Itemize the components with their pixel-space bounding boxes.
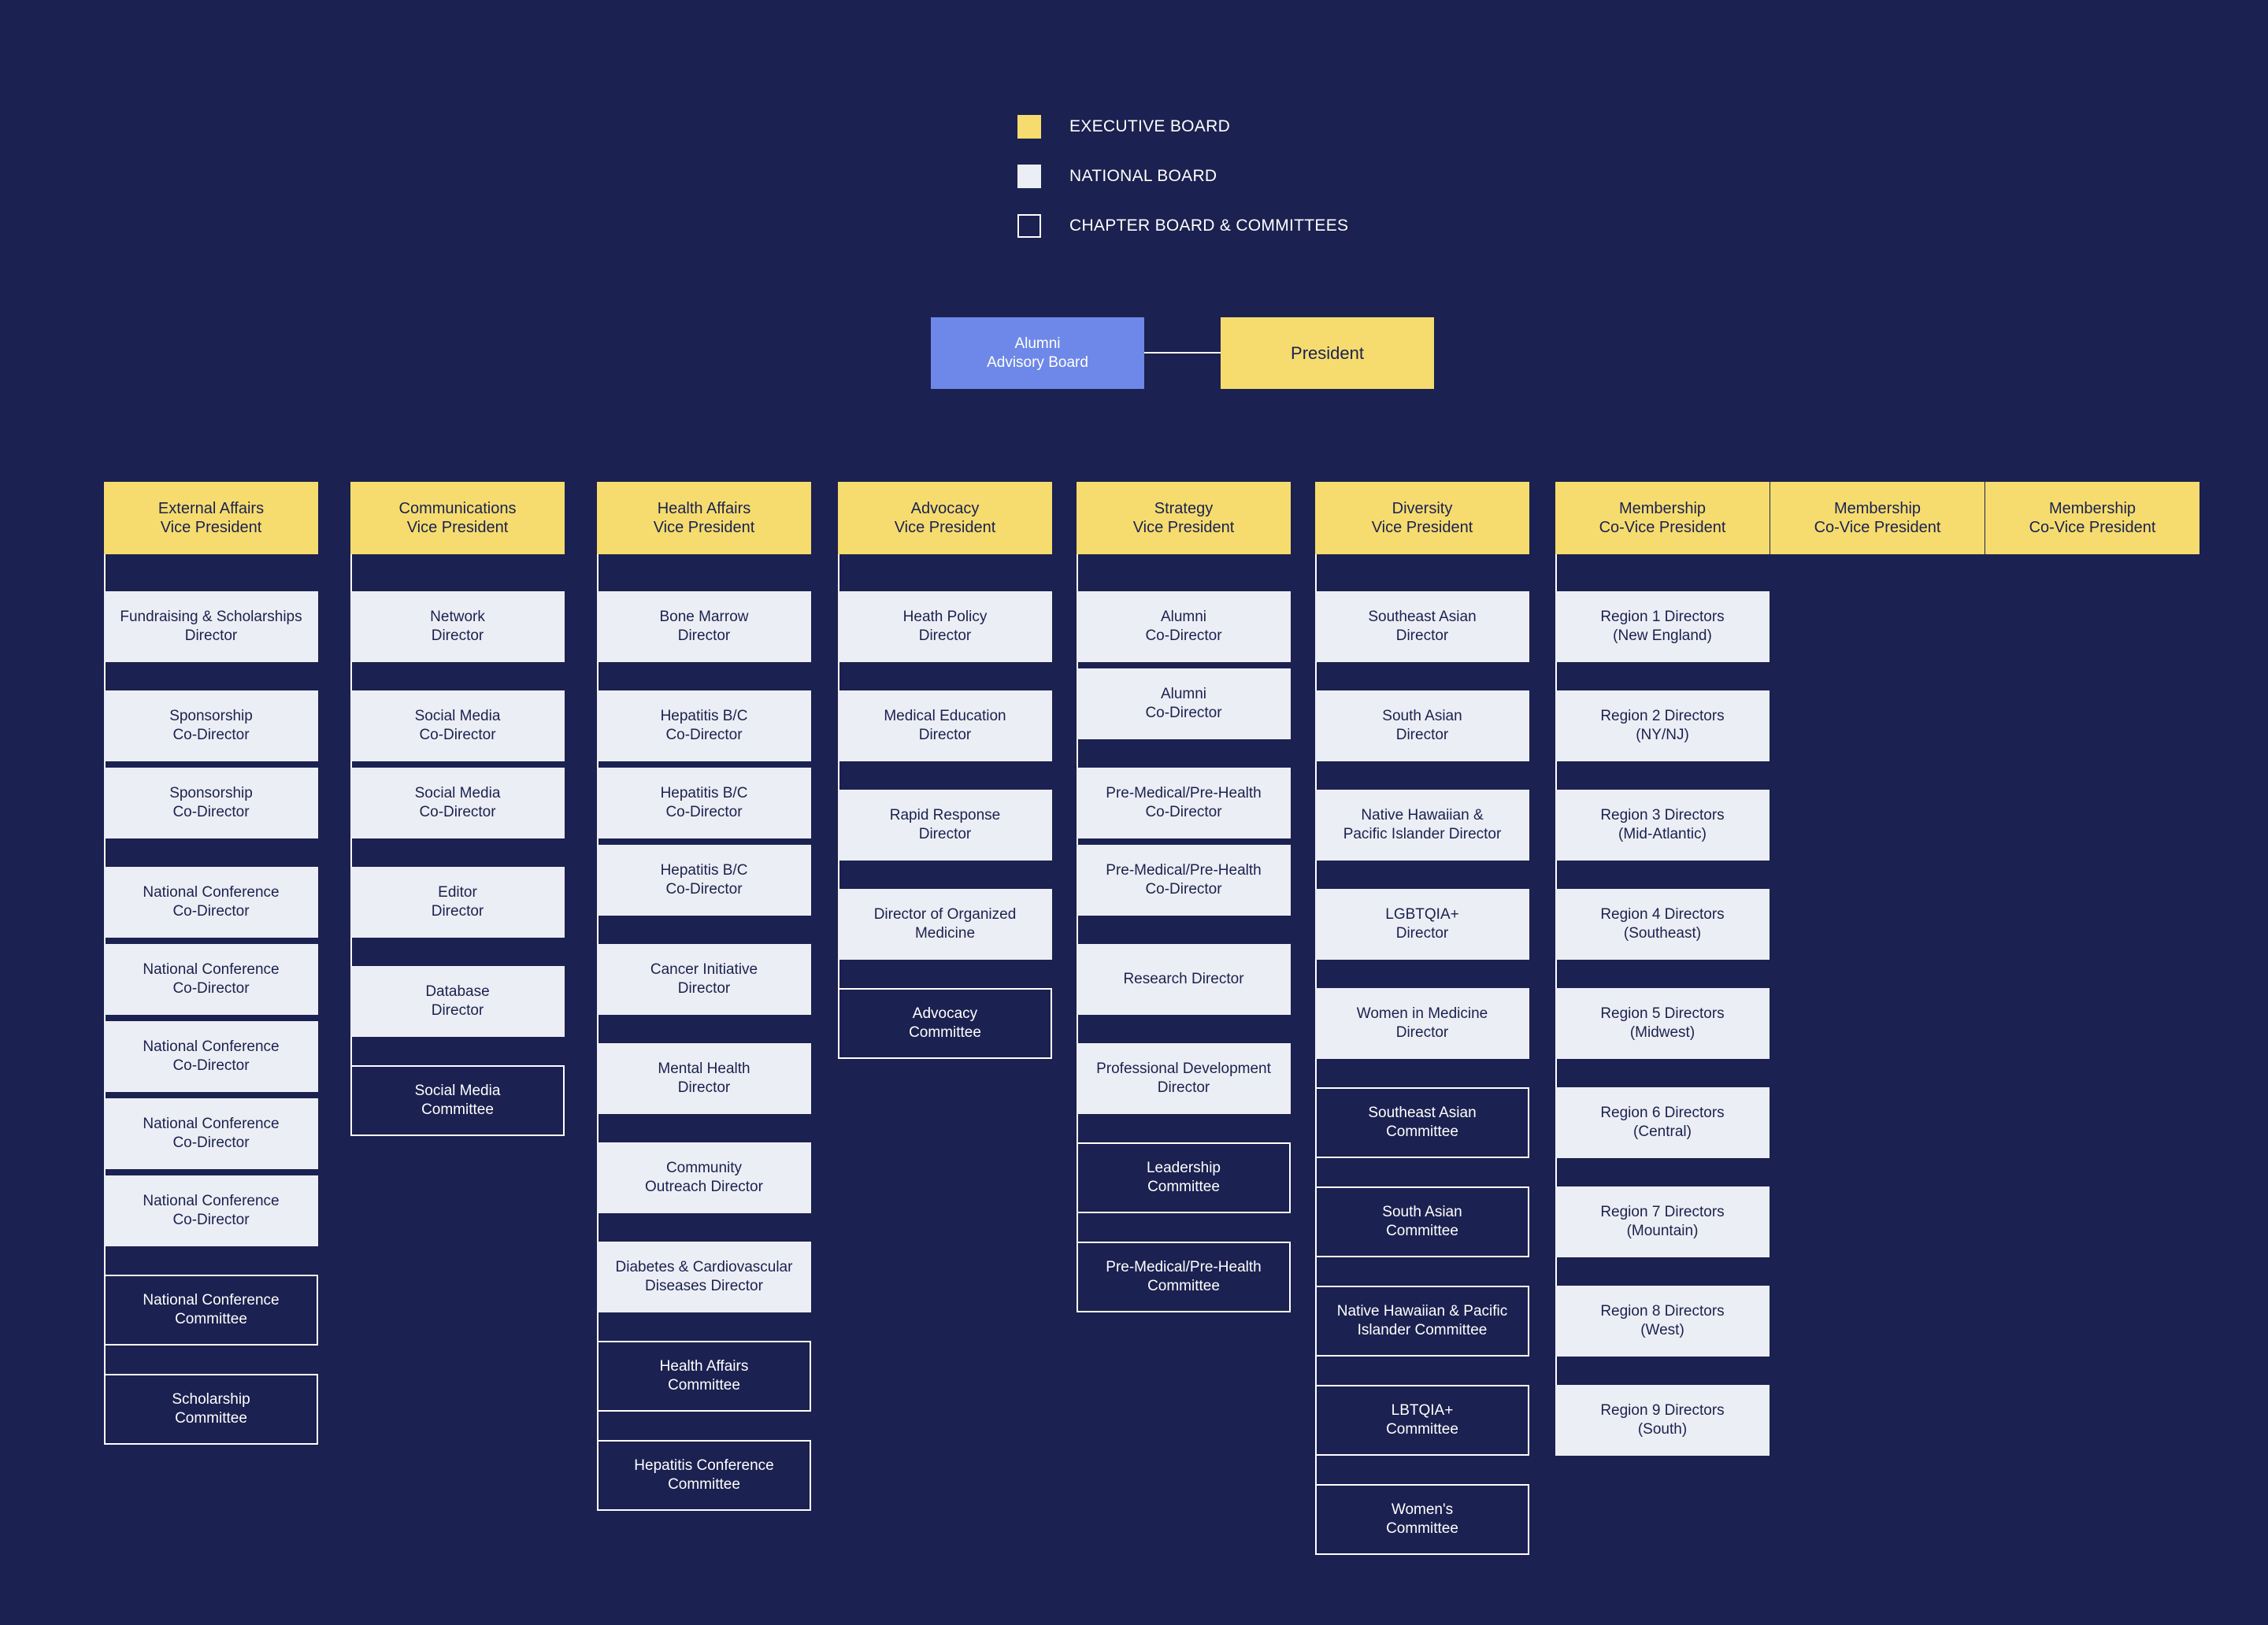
org-box-sponsorship-co-director: Sponsorship Co-Director — [104, 690, 318, 761]
membership-co-vp-box-3: Membership Co-Vice President — [1985, 482, 2199, 554]
legend-item-national-board: NATIONAL BOARD — [1017, 163, 1217, 190]
org-box-national-conference-co-director: National Conference Co-Director — [104, 1175, 318, 1246]
org-box-social-media-committee: Social Media Committee — [350, 1065, 565, 1136]
legend-item-executive-board: EXECUTIVE BOARD — [1017, 113, 1230, 140]
legend-label: NATIONAL BOARD — [1069, 167, 1217, 185]
org-box-native-hawaiian-pacific-islander-committee: Native Hawaiian & Pacific Islander Commi… — [1315, 1286, 1529, 1357]
org-box-women-in-medicine-director: Women in Medicine Director — [1315, 988, 1529, 1059]
vp-box-diversity: Diversity Vice President — [1315, 482, 1529, 554]
org-box-region-4-directors-southeast: Region 4 Directors (Southeast) — [1555, 889, 1770, 960]
vp-box-advocacy: Advocacy Vice President — [838, 482, 1052, 554]
org-box-director-of-organized-medicine: Director of Organized Medicine — [838, 889, 1052, 960]
org-box-diabetes-cardiovascular-diseases-director: Diabetes & Cardiovascular Diseases Direc… — [597, 1242, 811, 1312]
org-box-medical-education-director: Medical Education Director — [838, 690, 1052, 761]
org-box-hepatitis-b-c-co-director: Hepatitis B/C Co-Director — [597, 845, 811, 916]
org-box-south-asian-committee: South Asian Committee — [1315, 1186, 1529, 1257]
org-box-national-conference-co-director: National Conference Co-Director — [104, 1021, 318, 1092]
legend-label: CHAPTER BOARD & COMMITTEES — [1069, 217, 1349, 235]
org-box-database-director: Database Director — [350, 966, 565, 1037]
vp-box-strategy: Strategy Vice President — [1077, 482, 1291, 554]
org-box-national-conference-committee: National Conference Committee — [104, 1275, 318, 1346]
legend-item-chapter-board-committees: CHAPTER BOARD & COMMITTEES — [1017, 213, 1348, 239]
org-box-editor-director: Editor Director — [350, 867, 565, 938]
vp-box-communications: Communications Vice President — [350, 482, 565, 554]
org-box-pre-medical-pre-health-co-director: Pre-Medical/Pre-Health Co-Director — [1077, 845, 1291, 916]
org-box-national-conference-co-director: National Conference Co-Director — [104, 944, 318, 1015]
org-box-hepatitis-conference-committee: Hepatitis Conference Committee — [597, 1440, 811, 1511]
org-box-rapid-response-director: Rapid Response Director — [838, 790, 1052, 861]
org-box-health-affairs-committee: Health Affairs Committee — [597, 1341, 811, 1412]
org-box-cancer-initiative-director: Cancer Initiative Director — [597, 944, 811, 1015]
org-box-region-5-directors-midwest: Region 5 Directors (Midwest) — [1555, 988, 1770, 1059]
legend-label: EXECUTIVE BOARD — [1069, 117, 1231, 135]
org-box-native-hawaiian-pacific-islander-director: Native Hawaiian & Pacific Islander Direc… — [1315, 790, 1529, 861]
president-box: President — [1221, 317, 1434, 389]
org-box-alumni-co-director: Alumni Co-Director — [1077, 591, 1291, 662]
vp-box-external-affairs: External Affairs Vice President — [104, 482, 318, 554]
legend-swatch — [1017, 165, 1041, 188]
org-box-fundraising-scholarships-director: Fundraising & Scholarships Director — [104, 591, 318, 662]
org-box-social-media-co-director: Social Media Co-Director — [350, 768, 565, 838]
org-box-alumni-co-director: Alumni Co-Director — [1077, 668, 1291, 739]
org-box-social-media-co-director: Social Media Co-Director — [350, 690, 565, 761]
org-box-advocacy-committee: Advocacy Committee — [838, 988, 1052, 1059]
org-box-sponsorship-co-director: Sponsorship Co-Director — [104, 768, 318, 838]
org-box-region-6-directors-central: Region 6 Directors (Central) — [1555, 1087, 1770, 1158]
org-box-south-asian-director: South Asian Director — [1315, 690, 1529, 761]
org-box-leadership-committee: Leadership Committee — [1077, 1142, 1291, 1213]
org-box-research-director: Research Director — [1077, 944, 1291, 1015]
org-box-region-2-directors-ny-nj: Region 2 Directors (NY/NJ) — [1555, 690, 1770, 761]
org-box-professional-development-director: Professional Development Director — [1077, 1043, 1291, 1114]
org-box-hepatitis-b-c-co-director: Hepatitis B/C Co-Director — [597, 768, 811, 838]
membership-co-vp-box-2: Membership Co-Vice President — [1770, 482, 1984, 554]
vp-box-health-affairs: Health Affairs Vice President — [597, 482, 811, 554]
org-box-bone-marrow-director: Bone Marrow Director — [597, 591, 811, 662]
org-box-mental-health-director: Mental Health Director — [597, 1043, 811, 1114]
org-box-lbtqia-committee: LBTQIA+ Committee — [1315, 1385, 1529, 1456]
org-box-region-1-directors-new-england: Region 1 Directors (New England) — [1555, 591, 1770, 662]
org-box-scholarship-committee: Scholarship Committee — [104, 1374, 318, 1445]
org-box-community-outreach-director: Community Outreach Director — [597, 1142, 811, 1213]
org-box-region-3-directors-mid-atlantic: Region 3 Directors (Mid-Atlantic) — [1555, 790, 1770, 861]
alumni-advisory-board-box: Alumni Advisory Board — [931, 317, 1144, 389]
org-box-region-8-directors-west: Region 8 Directors (West) — [1555, 1286, 1770, 1357]
org-box-southeast-asian-committee: Southeast Asian Committee — [1315, 1087, 1529, 1158]
org-box-women-s-committee: Women's Committee — [1315, 1484, 1529, 1555]
vp-box-membership: Membership Co-Vice President — [1555, 482, 1770, 554]
org-box-region-7-directors-mountain: Region 7 Directors (Mountain) — [1555, 1186, 1770, 1257]
org-box-network-director: Network Director — [350, 591, 565, 662]
org-box-pre-medical-pre-health-committee: Pre-Medical/Pre-Health Committee — [1077, 1242, 1291, 1312]
org-box-national-conference-co-director: National Conference Co-Director — [104, 867, 318, 938]
legend-swatch — [1017, 115, 1041, 139]
org-box-lgbtqia-director: LGBTQIA+ Director — [1315, 889, 1529, 960]
org-box-heath-policy-director: Heath Policy Director — [838, 591, 1052, 662]
legend-swatch — [1017, 214, 1041, 238]
org-box-pre-medical-pre-health-co-director: Pre-Medical/Pre-Health Co-Director — [1077, 768, 1291, 838]
org-box-national-conference-co-director: National Conference Co-Director — [104, 1098, 318, 1169]
org-box-hepatitis-b-c-co-director: Hepatitis B/C Co-Director — [597, 690, 811, 761]
org-box-region-9-directors-south: Region 9 Directors (South) — [1555, 1385, 1770, 1456]
org-box-southeast-asian-director: Southeast Asian Director — [1315, 591, 1529, 662]
